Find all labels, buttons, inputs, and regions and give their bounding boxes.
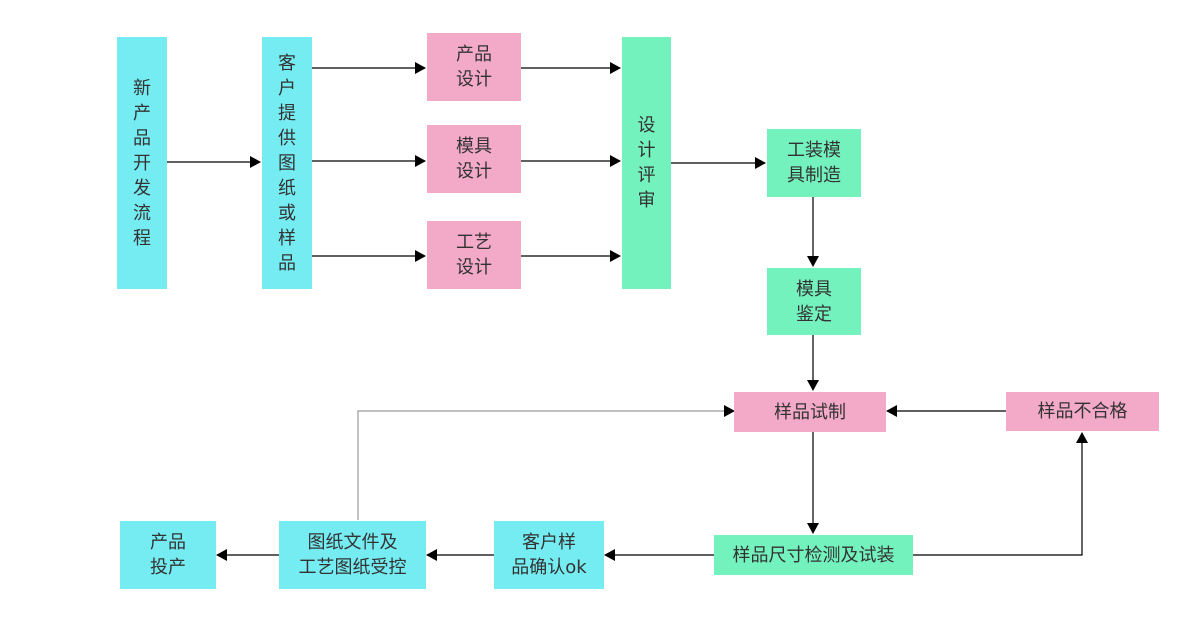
design-review-label: 设计评审 xyxy=(637,115,656,211)
new-product-development-node: 新产品开发流程 xyxy=(117,37,167,289)
arrow-inspection-to-sample-rejected xyxy=(913,432,1088,556)
sample-inspection-node: 样品尺寸检测及试装 xyxy=(714,535,913,575)
process-design-node: 工艺 设计 xyxy=(427,221,521,289)
product-design-node: 产品 设计 xyxy=(427,33,521,101)
mass-production-node: 产品 投产 xyxy=(120,521,216,589)
sample-trial-label: 样品试制 xyxy=(774,401,846,423)
product-design-label: 产品 设计 xyxy=(456,44,492,90)
customer-drawing-label: 客户提供图纸或样品 xyxy=(278,52,296,274)
tooling-manufacture-node: 工装模 具制造 xyxy=(767,129,861,197)
new-product-development-label: 新产品开发流程 xyxy=(133,77,151,249)
sample-trial-node: 样品试制 xyxy=(734,392,886,432)
design-review-node: 设计评审 xyxy=(622,37,671,289)
process-design-label: 工艺 设计 xyxy=(456,232,492,278)
sample-inspection-label: 样品尺寸检测及试装 xyxy=(732,544,895,566)
customer-drawing-node: 客户提供图纸或样品 xyxy=(262,37,312,289)
arrow-drawing-control-to-sample-trial xyxy=(357,405,735,520)
mold-appraisal-node: 模具 鉴定 xyxy=(767,268,861,335)
mold-appraisal-label: 模具 鉴定 xyxy=(796,278,832,325)
drawing-control-label: 图纸文件及 工艺图纸受控 xyxy=(298,532,407,578)
mold-design-label: 模具 设计 xyxy=(456,136,492,182)
mass-production-label: 产品 投产 xyxy=(150,532,186,578)
sample-rejected-node: 样品不合格 xyxy=(1006,392,1159,431)
drawing-control-node: 图纸文件及 工艺图纸受控 xyxy=(279,521,426,589)
customer-confirm-node: 客户样 品确认ok xyxy=(494,521,604,589)
mold-design-node: 模具 设计 xyxy=(427,125,521,193)
customer-confirm-label: 客户样 品确认ok xyxy=(511,532,587,578)
tooling-manufacture-label: 工装模 具制造 xyxy=(787,140,841,186)
sample-rejected-label: 样品不合格 xyxy=(1037,401,1128,422)
